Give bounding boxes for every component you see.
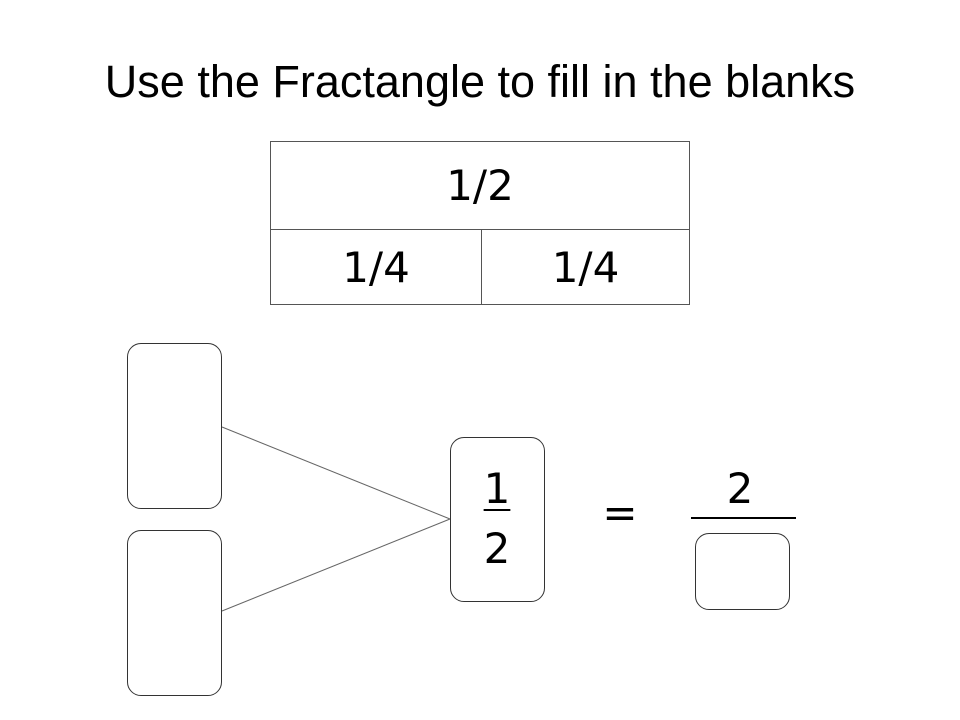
fractangle-half: 1/2 xyxy=(271,142,689,230)
page-title: Use the Fractangle to fill in the blanks xyxy=(104,56,856,107)
given-fraction-card: 1 2 xyxy=(450,437,545,602)
given-fraction-denominator: 2 xyxy=(483,524,511,573)
answer-blank-denominator[interactable] xyxy=(695,533,790,610)
fraction-bar xyxy=(691,517,796,519)
connector-line-top xyxy=(221,426,451,520)
given-fraction-numerator: 1 xyxy=(483,464,511,513)
fractangle: 1/2 1/4 1/4 xyxy=(270,141,690,305)
equivalent-fraction-numerator: 2 xyxy=(726,464,754,513)
answer-blank-bottom[interactable] xyxy=(127,530,222,696)
fractangle-quarter-left: 1/4 xyxy=(271,230,482,304)
answer-blank-top[interactable] xyxy=(127,343,222,509)
connector-line-bottom xyxy=(221,518,451,612)
equals-sign: = xyxy=(602,488,638,537)
fractangle-quarter-right: 1/4 xyxy=(551,242,620,292)
